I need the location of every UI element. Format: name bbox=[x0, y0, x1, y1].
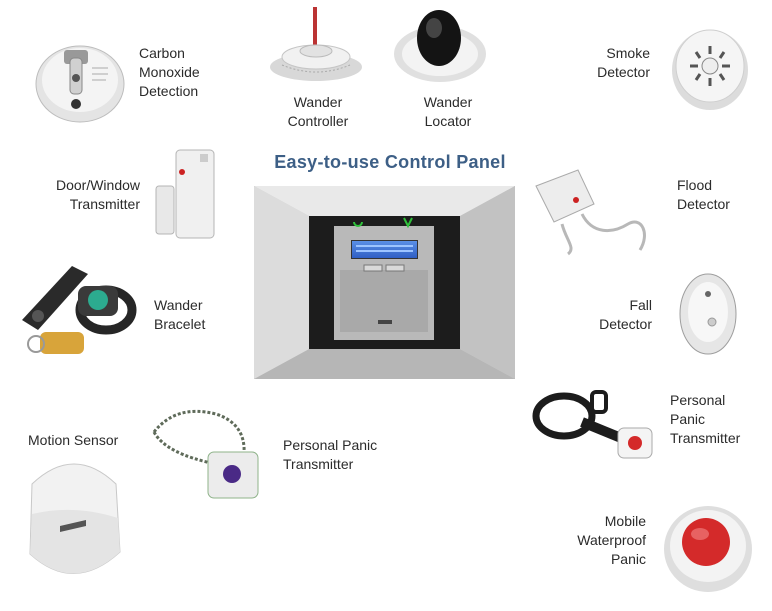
control-panel-screen bbox=[351, 240, 418, 259]
wander-controller-image bbox=[270, 7, 362, 81]
label-personal-panic-transmitter: Personal Panic Transmitter bbox=[283, 437, 378, 472]
label-personal-panic-transmitter-right: Personal Panic Transmitter bbox=[670, 392, 741, 446]
label-fall-detector: Fall Detector bbox=[599, 297, 652, 332]
fall-detector-image bbox=[679, 273, 737, 355]
label-mobile-waterproof-panic: Mobile Waterproof Panic bbox=[577, 513, 646, 567]
personal-panic-strap-image bbox=[532, 390, 653, 459]
wander-bracelet-image bbox=[22, 266, 137, 354]
label-flood-detector: Flood Detector bbox=[677, 177, 730, 212]
door-window-transmitter-image bbox=[155, 149, 215, 239]
label-motion-sensor: Motion Sensor bbox=[28, 432, 119, 448]
label-wander-bracelet: Wander Bracelet bbox=[154, 297, 206, 332]
mobile-waterproof-panic-image bbox=[664, 506, 752, 592]
personal-panic-pendant-image bbox=[152, 409, 259, 499]
label-smoke-detector: Smoke Detector bbox=[597, 45, 650, 80]
label-carbon-monoxide: Carbon Monoxide Detection bbox=[139, 45, 200, 99]
wander-locator-image bbox=[394, 10, 486, 82]
label-wander-controller: Wander Controller bbox=[287, 94, 349, 129]
control-panel-image bbox=[253, 185, 516, 380]
label-wander-locator: Wander Locator bbox=[423, 94, 473, 129]
carbon-monoxide-detector-image bbox=[35, 45, 125, 123]
label-door-window-transmitter: Door/Window Transmitter bbox=[55, 177, 140, 212]
flood-detector-image bbox=[535, 169, 646, 256]
motion-sensor-image bbox=[29, 463, 121, 574]
control-panel-title: Easy-to-use Control Panel bbox=[274, 152, 506, 172]
smoke-detector-image bbox=[672, 29, 748, 110]
